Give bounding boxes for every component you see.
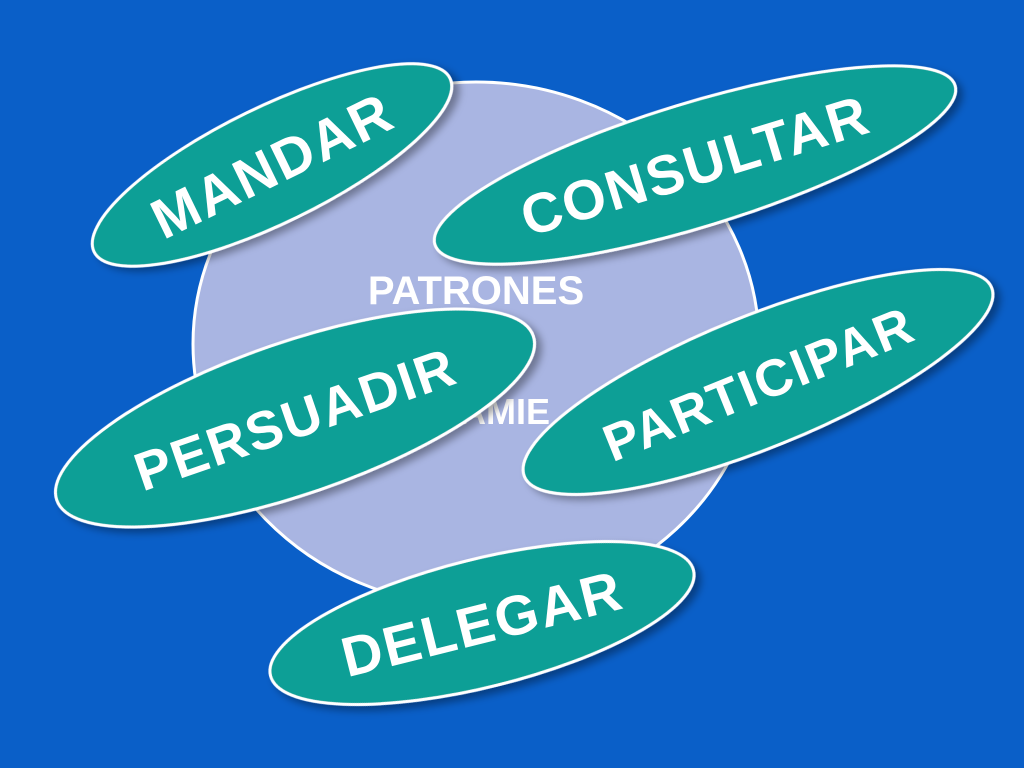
center-title: PATRONES: [368, 269, 584, 313]
pill-shape: [90, 62, 454, 268]
pill-shape: [432, 64, 958, 266]
pill-shape: [268, 540, 696, 706]
pill-shape: [53, 307, 537, 529]
pill-shape: [521, 268, 995, 496]
